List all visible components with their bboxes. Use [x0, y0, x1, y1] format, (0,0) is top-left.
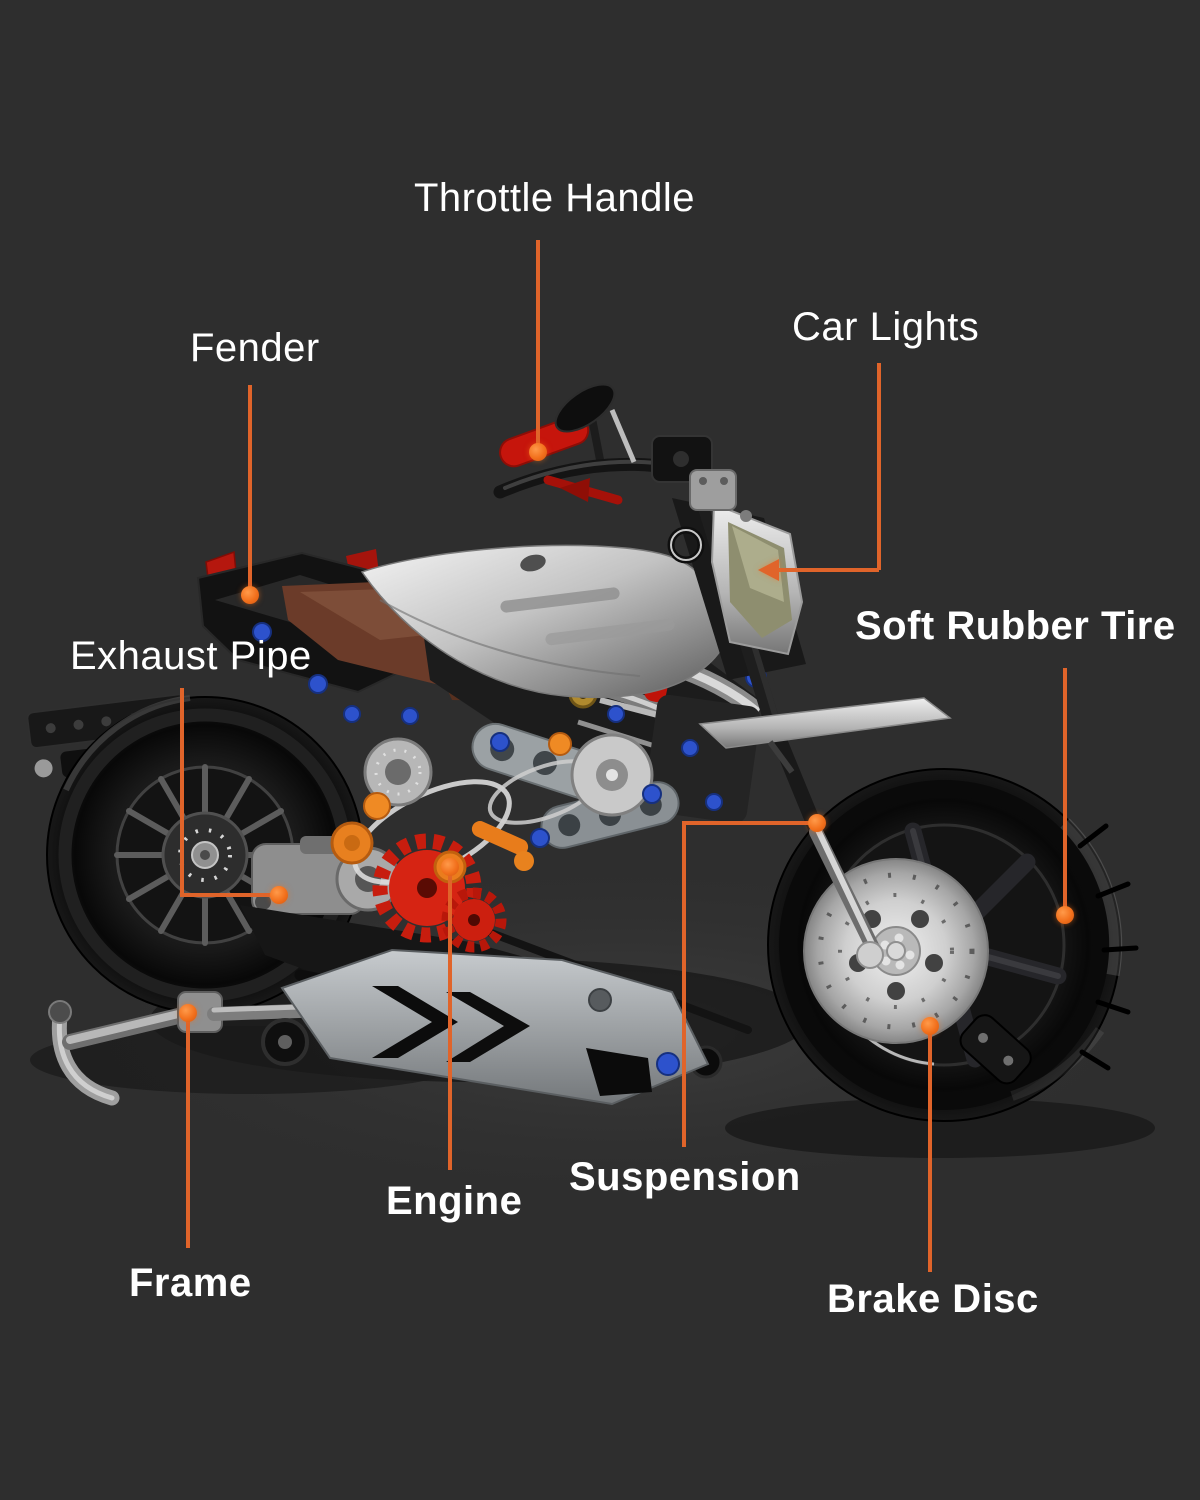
engine-line	[448, 867, 452, 1170]
exhaust-pipe-dot	[270, 886, 288, 904]
label-engine: Engine	[386, 1179, 523, 1223]
suspension-line-horizontal	[684, 821, 817, 825]
orange-pins	[330, 732, 572, 884]
belly-fairing	[280, 948, 710, 1106]
engine-assembly	[330, 694, 761, 953]
label-fender: Fender	[190, 326, 320, 370]
front-fender	[698, 697, 952, 749]
label-soft-rubber-tire: Soft Rubber Tire	[855, 604, 1176, 648]
exhaust-pipe-line-horizontal	[180, 893, 279, 897]
car-lights-line-horizontal	[778, 568, 879, 572]
soft-rubber-tire-line	[1063, 668, 1067, 915]
exhaust-pipe-line-vertical	[180, 688, 184, 897]
tire-treads	[1077, 823, 1139, 1071]
blue-pins	[252, 622, 419, 725]
frame-line	[186, 1013, 190, 1248]
fuel-tank	[360, 544, 727, 699]
red-gears	[372, 833, 507, 953]
front-brake-disc	[803, 825, 1032, 1085]
throttle-handle-dot	[529, 443, 547, 461]
label-suspension: Suspension	[569, 1155, 801, 1199]
label-frame: Frame	[129, 1261, 252, 1305]
mirror	[554, 383, 637, 463]
suspension-dot	[808, 814, 826, 832]
car-lights-arrow	[758, 559, 779, 581]
handlebar-cluster	[493, 383, 737, 564]
label-throttle-handle: Throttle Handle	[414, 176, 695, 220]
frame-dot	[179, 1004, 197, 1022]
fender-dot	[241, 586, 259, 604]
suspension-line-vertical	[682, 821, 686, 1147]
fender-line	[248, 385, 252, 595]
brake-caliper	[959, 1014, 1032, 1085]
brake-disc-line	[928, 1026, 932, 1272]
throttle-handle-line	[536, 240, 540, 452]
label-car-lights: Car Lights	[792, 305, 980, 349]
engine-dot	[441, 858, 459, 876]
blue-pins-engine	[490, 705, 723, 848]
car-lights-line-vertical	[877, 363, 881, 570]
label-brake-disc: Brake Disc	[827, 1277, 1039, 1321]
label-exhaust-pipe: Exhaust Pipe	[70, 634, 312, 678]
brake-disc-dot	[921, 1017, 939, 1035]
soft-rubber-tire-dot	[1056, 906, 1074, 924]
